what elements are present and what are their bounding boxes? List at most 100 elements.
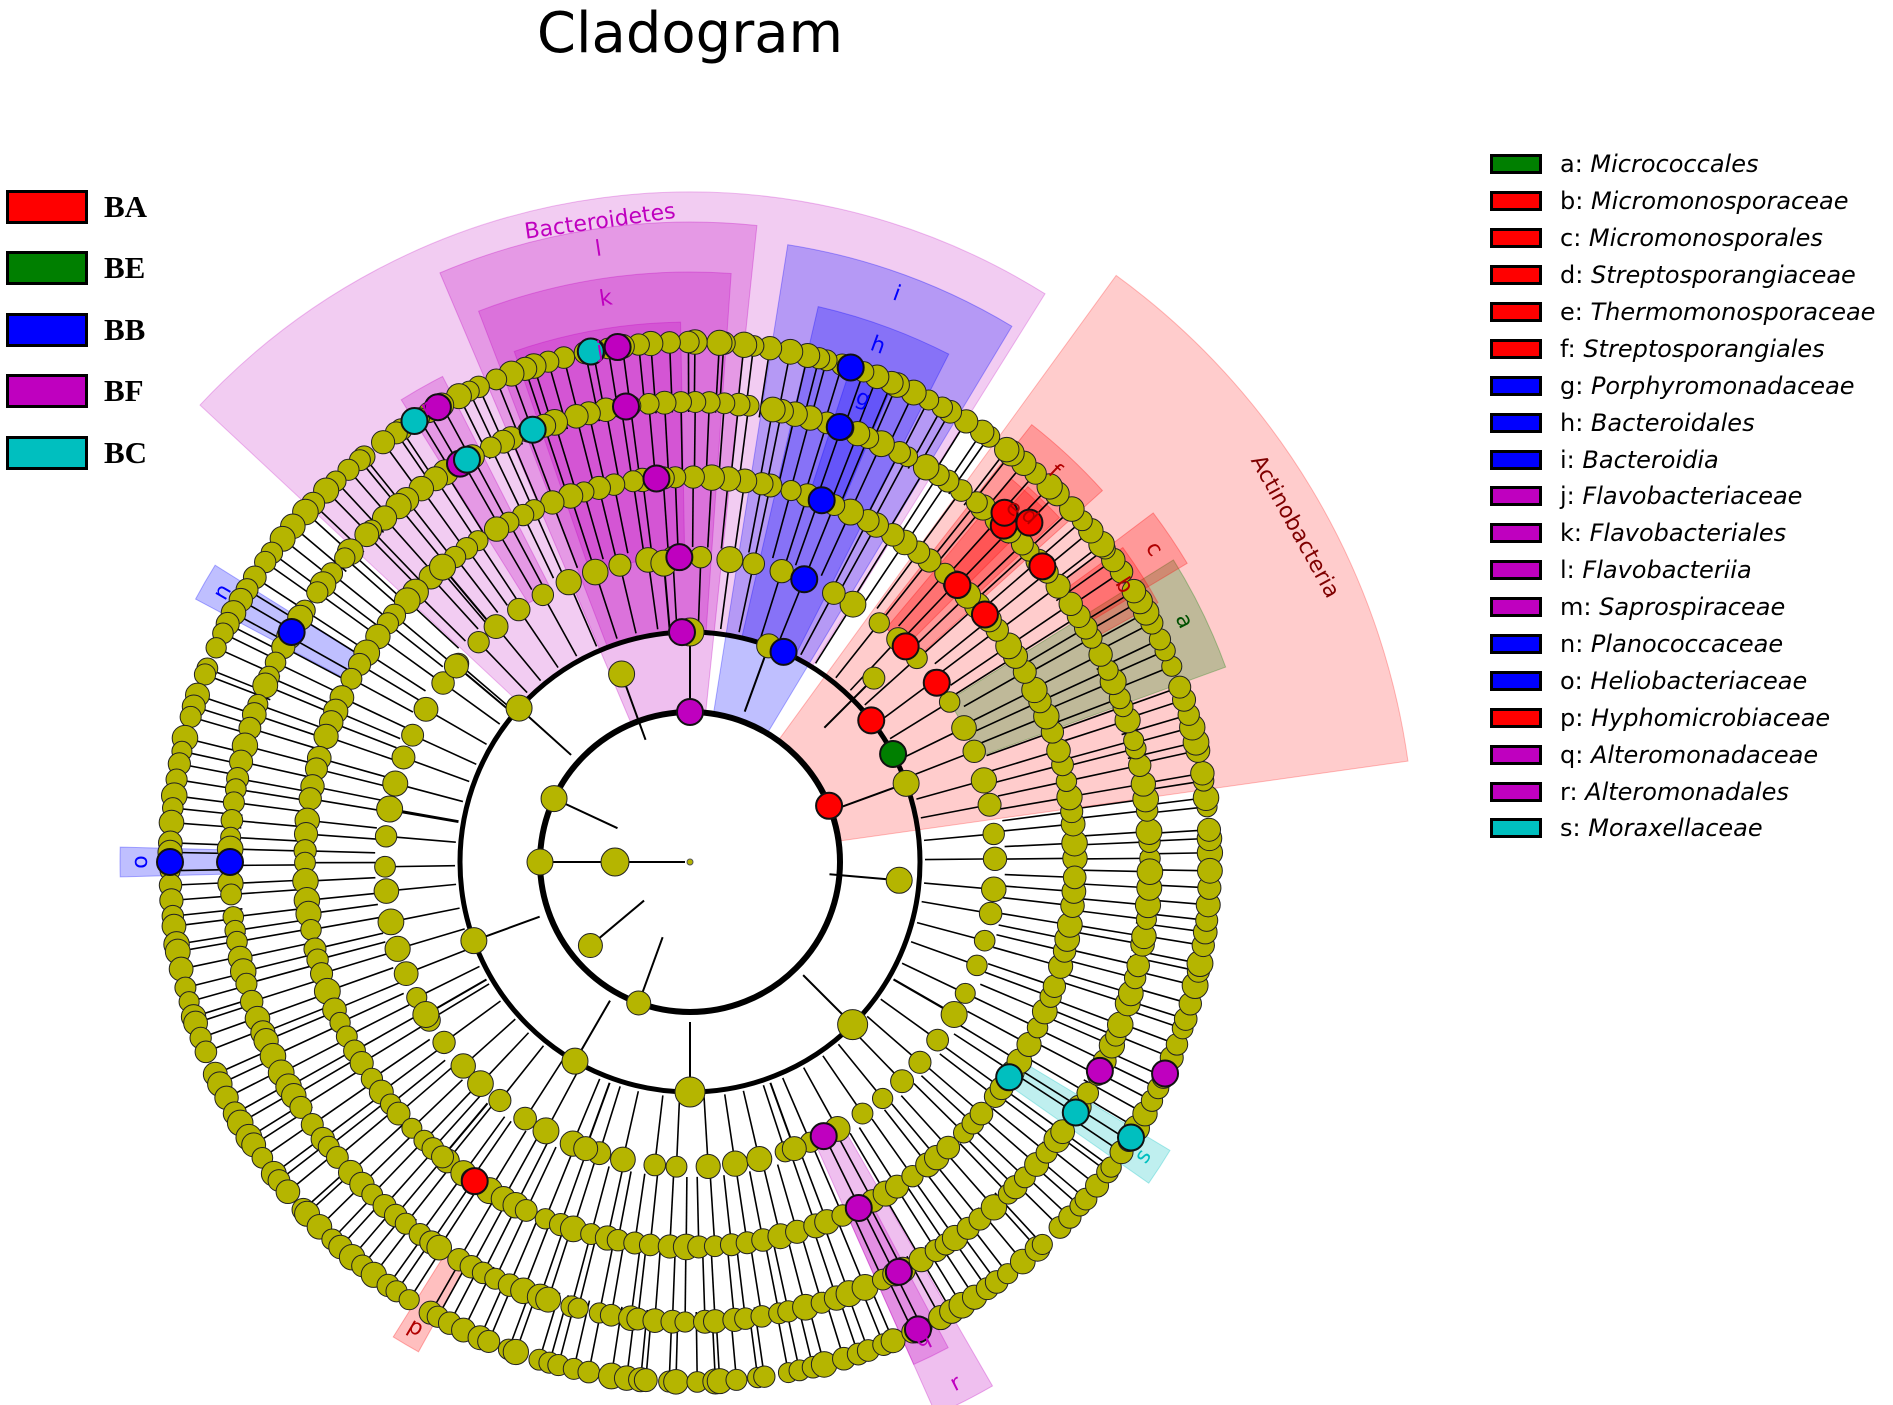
biomarker-node xyxy=(676,698,704,726)
tree-branch xyxy=(1002,810,1072,822)
tree-branch xyxy=(542,594,578,657)
tree-branch xyxy=(864,657,918,706)
group-legend-item-be: BE xyxy=(6,238,147,300)
tree-node xyxy=(300,918,322,941)
tree-branch xyxy=(693,402,697,473)
tree-node xyxy=(386,1101,411,1126)
tree-branch xyxy=(997,780,1067,797)
tree-node xyxy=(526,848,554,876)
biomarker-node xyxy=(857,706,886,735)
clade-legend-item: j: Flavobacteriaceae xyxy=(1490,478,1875,515)
tree-branch xyxy=(866,1015,921,1063)
clade-legend-item: a: Micrococcales xyxy=(1490,146,1875,183)
tree-branch xyxy=(735,1173,748,1243)
tree-node xyxy=(633,1368,658,1393)
group-label: BF xyxy=(104,373,144,409)
tree-node xyxy=(298,787,322,811)
clade-name: Streptosporangiales xyxy=(1575,334,1825,363)
clade-name: Flavobacteriaceae xyxy=(1574,482,1803,511)
tree-node xyxy=(1058,591,1083,617)
clade-key: e: xyxy=(1560,298,1583,326)
biomarker-node xyxy=(836,353,865,382)
tree-node xyxy=(391,745,416,770)
tree-node xyxy=(1121,578,1147,604)
biomarker-node xyxy=(884,1257,913,1286)
tree-node xyxy=(725,1368,748,1391)
clade-key: l: xyxy=(1560,556,1575,585)
tree-branch xyxy=(898,572,946,627)
clade-label-o: o xyxy=(128,855,153,868)
tree-branch xyxy=(371,1143,422,1196)
tree-branch xyxy=(339,992,405,1024)
tree-branch xyxy=(705,402,711,473)
tree-node xyxy=(505,694,533,722)
tree-branch xyxy=(1065,739,1134,760)
tree-node xyxy=(220,883,243,906)
tree-node xyxy=(450,1053,476,1079)
tree-branch xyxy=(328,1102,385,1148)
clade-legend-item: d: Streptosporangiaceae xyxy=(1490,257,1875,294)
tree-branch xyxy=(840,437,869,503)
tree-branch xyxy=(923,833,994,842)
tree-branch xyxy=(317,941,386,961)
tree-node xyxy=(483,614,509,640)
clade-swatch xyxy=(1490,597,1542,618)
tree-branch xyxy=(696,1176,700,1247)
tree-node xyxy=(502,1338,529,1366)
tree-branch xyxy=(880,998,939,1041)
biomarker-node xyxy=(603,333,632,362)
tree-branch xyxy=(991,1107,1048,1154)
clade-name: Alteromonadales xyxy=(1577,777,1789,806)
tree-node xyxy=(868,612,890,634)
clade-key: j: xyxy=(1560,482,1575,511)
tree-branch xyxy=(249,727,318,750)
clade-legend-item: c: Micromonosporales xyxy=(1490,220,1875,257)
tree-branch xyxy=(636,1249,647,1320)
tree-branch xyxy=(680,402,684,473)
biomarker-node xyxy=(922,668,951,697)
tree-branch xyxy=(873,456,909,519)
tree-node xyxy=(577,933,603,959)
clade-swatch xyxy=(1490,818,1542,839)
tree-node xyxy=(769,558,794,584)
biomarker-node xyxy=(460,1167,489,1196)
tree-node xyxy=(555,568,582,596)
tree-branch xyxy=(632,481,645,551)
tree-branch xyxy=(570,1238,591,1307)
tree-node xyxy=(966,954,988,977)
tree-branch xyxy=(419,1177,462,1235)
tree-branch xyxy=(351,678,414,713)
clade-swatch xyxy=(1490,449,1542,470)
tree-node xyxy=(1196,817,1222,842)
tree-branch xyxy=(974,996,1038,1029)
tree-branch xyxy=(577,1240,597,1309)
tree-node xyxy=(513,1106,537,1131)
tree-node xyxy=(1062,865,1087,890)
tree-node xyxy=(374,825,398,848)
tree-node xyxy=(978,901,1003,926)
clade-name: Hyphomicrobiaceae xyxy=(1583,703,1831,732)
tree-node xyxy=(384,935,411,962)
tree-node xyxy=(638,1233,662,1257)
tree-branch xyxy=(772,1242,790,1312)
biomarker-node xyxy=(844,1194,873,1223)
clade-key: b: xyxy=(1560,187,1584,216)
tree-branch xyxy=(750,1247,763,1317)
tree-branch xyxy=(544,1153,573,1220)
clade-legend-item: b: Micromonosporaceae xyxy=(1490,183,1875,220)
tree-branch xyxy=(344,557,398,605)
tree-branch xyxy=(275,661,339,694)
tree-node xyxy=(467,630,490,654)
tree-node xyxy=(514,1198,538,1222)
tree-branch xyxy=(390,1059,446,1105)
tree-branch xyxy=(920,1075,974,1124)
tree-branch xyxy=(387,622,444,668)
tree-branch xyxy=(494,1214,526,1280)
clade-legend-item: n: Planococcaceae xyxy=(1490,626,1875,663)
group-swatch xyxy=(6,374,88,409)
clade-key: q: xyxy=(1560,740,1584,769)
tree-branch xyxy=(781,1077,812,1143)
tree-node xyxy=(936,1135,961,1160)
tree-branch xyxy=(525,1146,557,1211)
